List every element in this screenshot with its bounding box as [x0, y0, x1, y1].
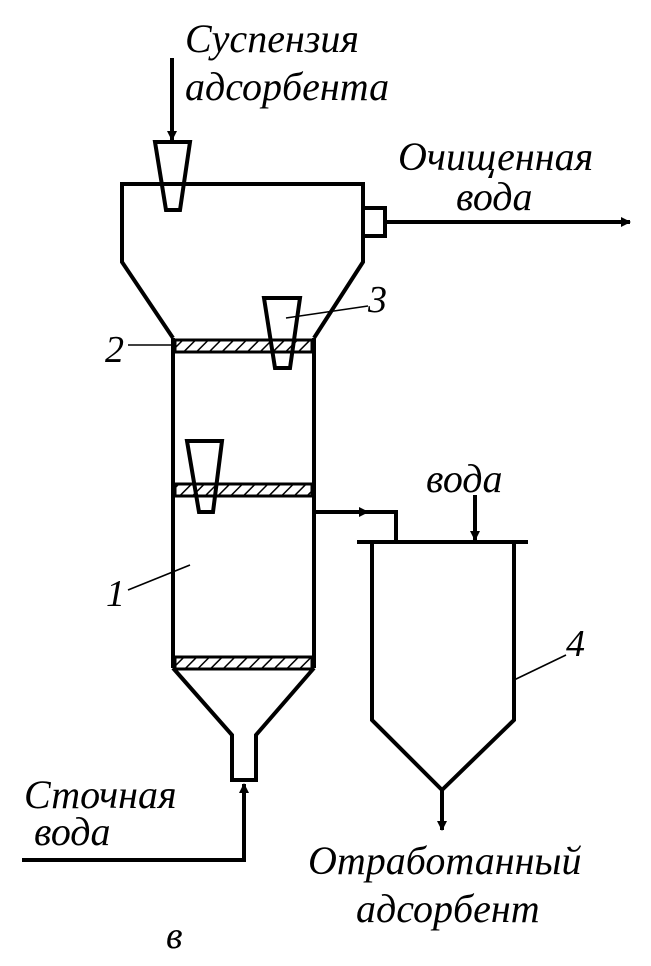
leader-lines [127, 305, 567, 681]
plate-middle [173, 482, 314, 498]
plate-top [173, 338, 314, 354]
perforated-plates [173, 338, 314, 671]
transfer-pipe [368, 510, 398, 542]
label-clean-water-1: Очищенная [398, 134, 593, 179]
waste-water-arrow [22, 783, 249, 862]
callout-2: 2 [105, 329, 124, 371]
label-suspension-2: адсорбента [185, 64, 389, 109]
settling-tank [357, 540, 528, 793]
tank-body [370, 542, 516, 793]
plate-bottom [173, 655, 314, 671]
leader-4 [513, 654, 567, 681]
funnel-upper-stage [261, 296, 303, 370]
callout-4: 4 [566, 623, 585, 665]
label-water: вода [426, 456, 503, 501]
funnel-inlet [152, 140, 193, 212]
leader-3 [285, 305, 369, 319]
figure-letter: в [166, 915, 183, 957]
label-suspension-1: Суспензия [185, 16, 359, 61]
label-clean-water-2: вода [456, 174, 533, 219]
funnel-lower-stage [184, 439, 225, 514]
labels: Суспензия адсорбента Очищенная вода 3 2 … [24, 16, 593, 957]
label-spent-adsorbent-2: адсорбент [356, 886, 540, 931]
callout-1: 1 [106, 573, 125, 615]
label-waste-water-2: вода [34, 809, 111, 854]
label-waste-water-1: Сточная [24, 772, 177, 817]
callout-3: 3 [367, 279, 387, 321]
clean-water-nozzle [361, 206, 387, 238]
column-top-hopper [120, 182, 365, 340]
label-spent-adsorbent-1: Отработанный [308, 838, 582, 883]
funnels [152, 140, 303, 514]
adsorption-column [120, 182, 387, 782]
column-bottom-cone [171, 666, 316, 782]
leader-1 [127, 564, 191, 591]
flow-lines [22, 58, 631, 862]
